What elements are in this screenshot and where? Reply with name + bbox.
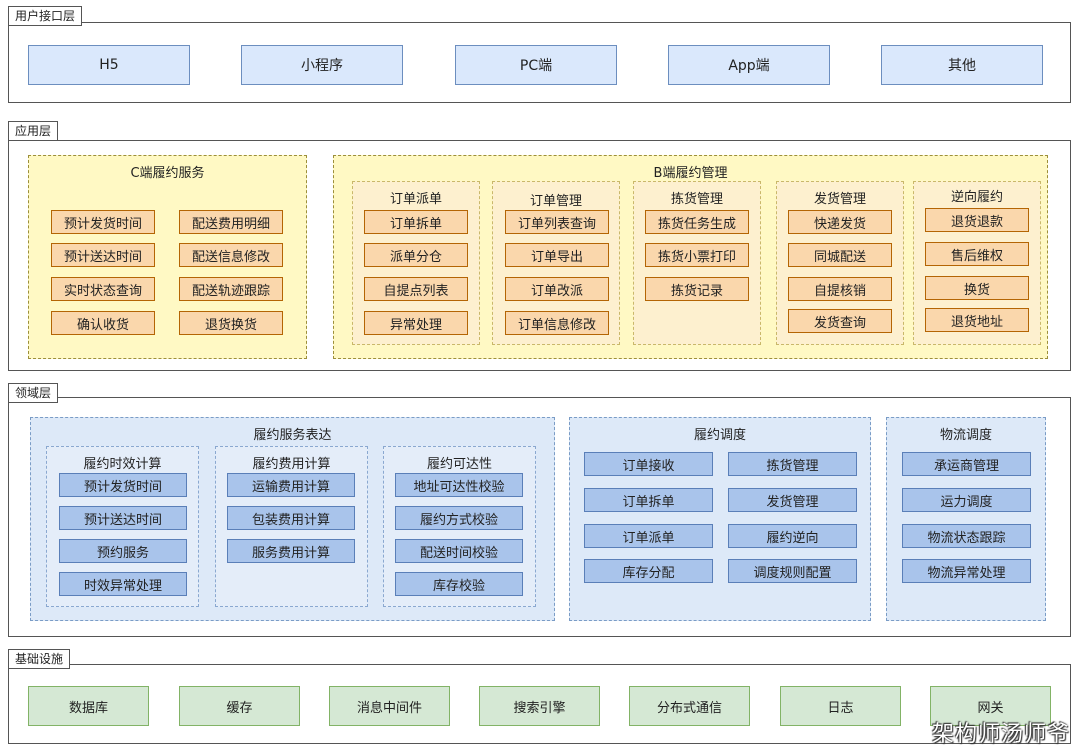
c-service-title: C端履约服务 <box>130 166 205 181</box>
b-group-item: 发货查询 <box>788 309 892 333</box>
c-service-item: 配送轨迹跟踪 <box>179 277 283 301</box>
se-group-title: 履约费用计算 <box>252 457 331 472</box>
b-group-title: 拣货管理 <box>670 192 723 207</box>
scheduling-item: 库存分配 <box>584 559 713 583</box>
se-group-item: 地址可达性校验 <box>395 473 523 497</box>
b-group-item: 退货地址 <box>925 308 1029 332</box>
logistics-item: 承运商管理 <box>902 452 1031 476</box>
logistics-item: 物流状态跟踪 <box>902 524 1031 548</box>
b-group-item: 订单拆单 <box>364 210 468 234</box>
c-service-item: 确认收货 <box>51 311 155 335</box>
ui-item-app: App端 <box>668 45 830 85</box>
b-group-item: 售后维权 <box>925 242 1029 266</box>
scheduling-item: 调度规则配置 <box>728 559 857 583</box>
domain-layer-label: 领域层 <box>8 383 59 403</box>
b-group-item: 自提核销 <box>788 277 892 301</box>
infra-item-rpc: 分布式通信 <box>629 686 750 726</box>
ui-item-h5: H5 <box>28 45 190 85</box>
ui-item-pc: PC端 <box>455 45 617 85</box>
se-group-item: 配送时间校验 <box>395 539 523 563</box>
ui-item-miniprogram: 小程序 <box>241 45 403 85</box>
app-layer-label: 应用层 <box>8 121 59 141</box>
infra-layer-label: 基础设施 <box>8 649 71 669</box>
b-group-item: 拣货记录 <box>645 277 749 301</box>
scheduling-item: 履约逆向 <box>728 524 857 548</box>
b-group-item: 退货退款 <box>925 208 1029 232</box>
infra-item-log: 日志 <box>780 686 901 726</box>
se-group-title: 履约可达性 <box>426 457 492 472</box>
b-group-item: 订单信息修改 <box>505 311 609 335</box>
b-group-item: 换货 <box>925 276 1029 300</box>
scheduling-item: 订单接收 <box>584 452 713 476</box>
infra-item-cache: 缓存 <box>179 686 300 726</box>
logistics-title: 物流调度 <box>939 428 992 443</box>
b-group-title: 订单派单 <box>389 192 442 207</box>
logistics-container: 物流调度 <box>886 417 1046 621</box>
se-group-item: 时效异常处理 <box>59 572 187 596</box>
se-group-item: 预约服务 <box>59 539 187 563</box>
infra-item-gateway: 网关 <box>930 686 1051 726</box>
logistics-item: 运力调度 <box>902 488 1031 512</box>
se-group-item: 服务费用计算 <box>227 539 355 563</box>
b-group-title: 订单管理 <box>529 194 582 209</box>
scheduling-item: 拣货管理 <box>728 452 857 476</box>
b-group-title: 发货管理 <box>813 192 866 207</box>
c-service-item: 配送信息修改 <box>179 243 283 267</box>
watermark: 架构师汤师爷 <box>931 722 1070 747</box>
b-group-item: 自提点列表 <box>364 277 468 301</box>
ui-item-other: 其他 <box>881 45 1043 85</box>
b-group-item: 订单列表查询 <box>505 210 609 234</box>
c-service-item: 预计送达时间 <box>51 243 155 267</box>
scheduling-title: 履约调度 <box>693 428 746 443</box>
scheduling-item: 发货管理 <box>728 488 857 512</box>
ui-layer-label: 用户接口层 <box>8 6 83 26</box>
scheduling-container: 履约调度 <box>569 417 871 621</box>
b-group-item: 订单导出 <box>505 243 609 267</box>
b-group-item: 拣货小票打印 <box>645 243 749 267</box>
logistics-item: 物流异常处理 <box>902 559 1031 583</box>
b-group-item: 派单分仓 <box>364 243 468 267</box>
scheduling-item: 订单拆单 <box>584 488 713 512</box>
service-expression-title: 履约服务表达 <box>253 428 332 443</box>
se-group-item: 包装费用计算 <box>227 506 355 530</box>
se-group-item: 运输费用计算 <box>227 473 355 497</box>
b-group-item: 拣货任务生成 <box>645 210 749 234</box>
b-group-item: 同城配送 <box>788 243 892 267</box>
se-group-item: 预计送达时间 <box>59 506 187 530</box>
se-group-item: 库存校验 <box>395 572 523 596</box>
c-service-item: 配送费用明细 <box>179 210 283 234</box>
b-group-item: 异常处理 <box>364 311 468 335</box>
b-management-title: B端履约管理 <box>653 166 728 181</box>
scheduling-item: 订单派单 <box>584 524 713 548</box>
b-group-item: 订单改派 <box>505 277 609 301</box>
c-service-item: 退货换货 <box>179 311 283 335</box>
b-group-title: 逆向履约 <box>950 190 1003 205</box>
infra-item-mq: 消息中间件 <box>329 686 450 726</box>
infra-item-search: 搜索引擎 <box>479 686 600 726</box>
c-service-item: 实时状态查询 <box>51 277 155 301</box>
c-service-item: 预计发货时间 <box>51 210 155 234</box>
infra-item-database: 数据库 <box>28 686 149 726</box>
se-group-item: 履约方式校验 <box>395 506 523 530</box>
se-group-item: 预计发货时间 <box>59 473 187 497</box>
b-group-item: 快递发货 <box>788 210 892 234</box>
se-group-title: 履约时效计算 <box>83 457 162 472</box>
